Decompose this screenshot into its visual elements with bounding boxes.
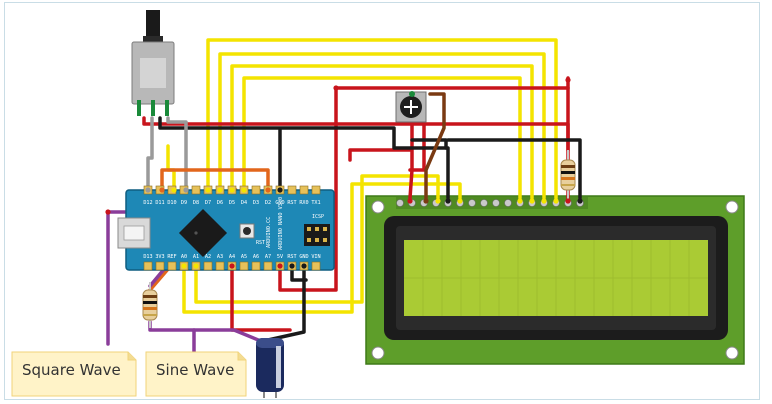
arduino-nano: D12 D11 D10 D9 D8 D7 D6 D5 D4 D3 D2 GND … bbox=[117, 185, 335, 271]
pin-label: VIN bbox=[311, 254, 320, 260]
usb-connector-icon bbox=[117, 217, 151, 249]
mount-hole-icon bbox=[725, 346, 739, 360]
pin-label: D11 bbox=[155, 200, 164, 206]
pin-label: D8 bbox=[193, 200, 199, 206]
pin-label: A3 bbox=[217, 254, 223, 260]
nano-bottom-pin-labels: D13 3V3 REF A0 A1 A2 A3 A4 A5 A6 A7 5V R… bbox=[143, 254, 320, 260]
trim-potentiometer bbox=[395, 91, 427, 123]
lcd-character-grid bbox=[404, 240, 708, 316]
rotary-potentiometer bbox=[131, 10, 175, 116]
wire-end-caps bbox=[105, 77, 583, 269]
pin-label: D5 bbox=[229, 200, 235, 206]
yellow-wires bbox=[166, 38, 558, 314]
icsp-label: ICSP bbox=[312, 214, 324, 220]
pin-label: RST bbox=[287, 200, 296, 206]
sine-wave-label: Sine Wave bbox=[156, 361, 235, 379]
pin-label: A1 bbox=[193, 254, 199, 260]
pin-label: REF bbox=[167, 254, 176, 260]
icsp-header: ICSP bbox=[304, 214, 330, 246]
model-text: ARDUINO NANO V3.0 bbox=[278, 197, 284, 250]
pin-label: D12 bbox=[143, 200, 152, 206]
sine-wave-note bbox=[145, 351, 247, 397]
pin-label: D13 bbox=[143, 254, 152, 260]
pin-label: A6 bbox=[253, 254, 259, 260]
resistor-r1 bbox=[560, 150, 576, 200]
pin-label: A7 bbox=[265, 254, 271, 260]
pin-label: GND bbox=[299, 254, 308, 260]
pin-label: GND bbox=[275, 200, 284, 206]
pin-label: A2 bbox=[205, 254, 211, 260]
mcu-chip-icon bbox=[178, 208, 228, 258]
gray-wire bbox=[146, 116, 154, 190]
pin-label: D9 bbox=[181, 200, 187, 206]
square-wave-note bbox=[11, 351, 137, 397]
electrolytic-capacitor bbox=[256, 338, 284, 398]
pin-label: 3V3 bbox=[155, 254, 164, 260]
pin-label: 5V bbox=[277, 254, 283, 260]
brown-wire bbox=[424, 92, 446, 200]
pin-label: RST bbox=[287, 254, 296, 260]
orange-wire bbox=[160, 168, 270, 190]
pin-label: RX0 bbox=[299, 200, 308, 206]
pin-label: D7 bbox=[205, 200, 211, 206]
mount-hole-icon bbox=[725, 200, 739, 214]
pin-label: D3 bbox=[253, 200, 259, 206]
pin-label: D2 bbox=[265, 200, 271, 206]
resistor-r2 bbox=[142, 282, 158, 328]
diagram-frame bbox=[4, 2, 760, 400]
nano-top-pin-labels: D12 D11 D10 D9 D8 D7 D6 D5 D4 D3 D2 GND … bbox=[143, 200, 320, 206]
mount-hole-icon bbox=[371, 200, 385, 214]
pin-label: A0 bbox=[181, 254, 187, 260]
square-wave-label: Square Wave bbox=[22, 361, 121, 379]
pin-label: A4 bbox=[229, 254, 235, 260]
brand-text: ARDUINO.CC bbox=[266, 217, 272, 248]
mount-hole-icon bbox=[371, 346, 385, 360]
rst-label: RST bbox=[256, 240, 265, 246]
lcd-module bbox=[365, 195, 745, 365]
pin-label: TX1 bbox=[311, 200, 320, 206]
pin-label: D10 bbox=[167, 200, 176, 206]
pin-label: D6 bbox=[217, 200, 223, 206]
pin-label: D4 bbox=[241, 200, 247, 206]
pin-label: A5 bbox=[241, 254, 247, 260]
